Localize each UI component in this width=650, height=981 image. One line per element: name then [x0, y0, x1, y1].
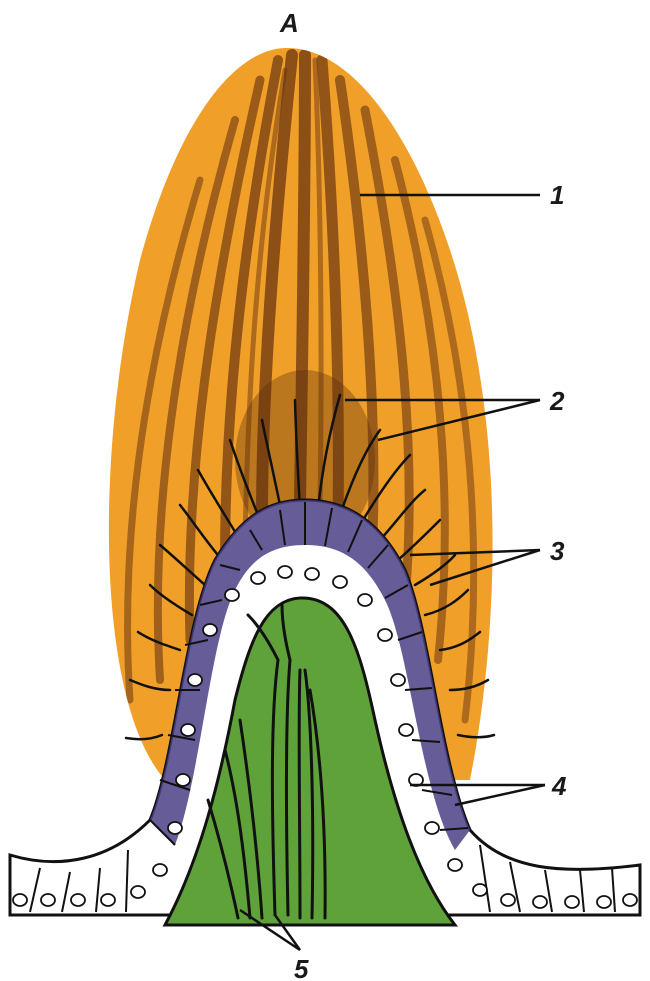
label-5: 5 [294, 954, 309, 981]
label-4: 4 [551, 771, 567, 801]
label-1: 1 [550, 180, 564, 210]
panel-letter: A [279, 8, 299, 38]
label-3: 3 [550, 536, 565, 566]
label-2: 2 [549, 386, 565, 416]
